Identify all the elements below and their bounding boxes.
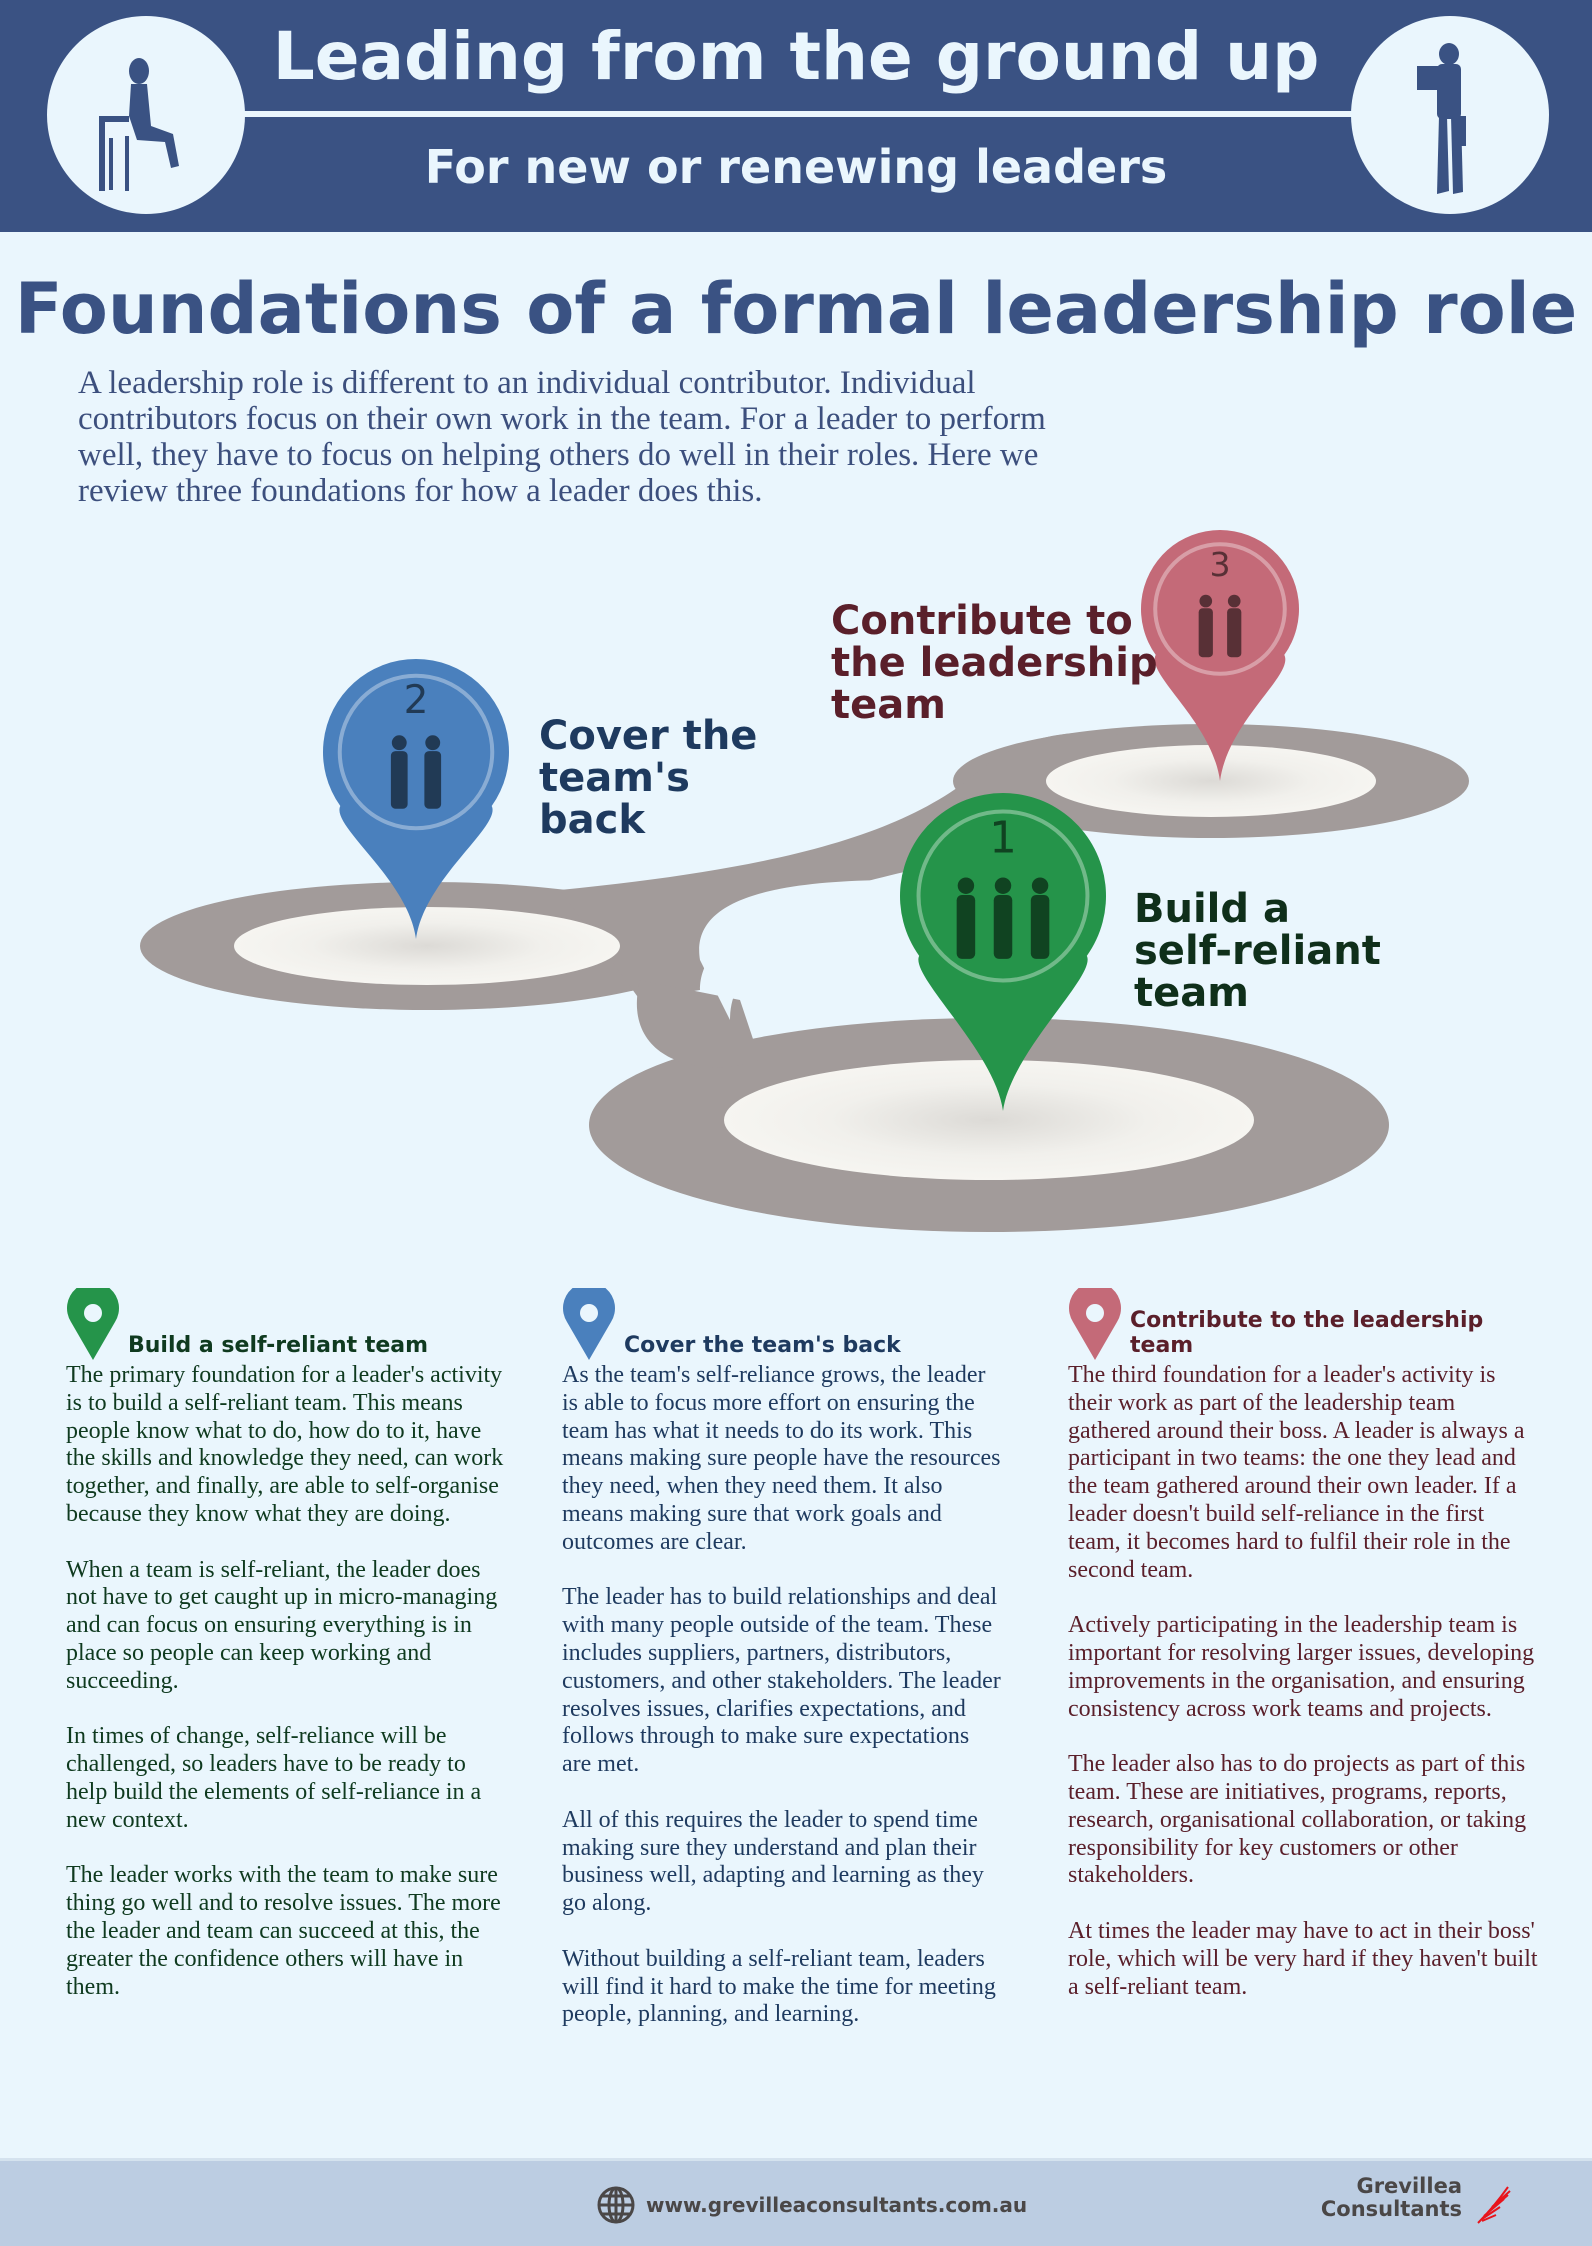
seated-woman-icon	[47, 16, 245, 214]
brand-line: Consultants	[1320, 2197, 1462, 2221]
label-build-team: Build a self-reliant team	[1134, 888, 1381, 1014]
paragraph: Actively participating in the leadership…	[1068, 1612, 1535, 1722]
pin-number: 1	[989, 814, 1017, 864]
label-line: team	[1134, 970, 1249, 1016]
map-pin-icon	[1069, 1288, 1121, 1360]
paragraph: As the team's self-reliance grows, the l…	[562, 1362, 1001, 1555]
website-url: www.grevilleaconsultants.com.au	[646, 2193, 1028, 2217]
header-banner: Leading from the ground up For new or re…	[0, 0, 1592, 232]
paragraph: The leader also has to do projects as pa…	[1068, 1751, 1527, 1889]
label-line: back	[539, 797, 645, 843]
pin-shape	[323, 659, 509, 939]
brand-line: Grevillea	[1356, 2174, 1462, 2198]
pin-ring	[1153, 542, 1287, 676]
pin-2: 2	[323, 659, 509, 939]
page-title: Foundations of a formal leadership role	[14, 268, 1578, 350]
label-contribute: Contribute to the leadership team	[831, 600, 1158, 726]
label-line: self-reliant	[1134, 928, 1381, 974]
header-subtitle: For new or renewing leaders	[424, 140, 1168, 194]
globe-icon	[597, 2186, 635, 2224]
column-cover-back: Cover the team's back As the team's self…	[562, 1288, 1002, 2057]
map-pin-icon	[67, 1288, 119, 1360]
paragraph: All of this requires the leader to spend…	[562, 1806, 984, 1917]
pin-ring	[337, 673, 495, 831]
pin-ring	[916, 809, 1090, 983]
grevillea-logo-icon	[1477, 2186, 1511, 2224]
paragraph: At times the leader may have to act in t…	[1068, 1917, 1538, 2000]
worker-icon	[1351, 16, 1549, 214]
label-line: Cover the	[539, 713, 758, 759]
label-line: team's	[539, 755, 690, 801]
column-contribute: Contribute to the leadership team The th…	[1068, 1288, 1538, 2029]
paragraph: The leader works with the team to make s…	[66, 1862, 501, 2000]
intro-paragraph: A leadership role is different to an ind…	[78, 365, 1046, 509]
pin-number: 3	[1209, 545, 1230, 584]
label-cover-back: Cover the team's back	[539, 715, 757, 841]
header-title: Leading from the ground up	[272, 18, 1320, 95]
foundations-diagram: 1 2 3	[140, 530, 1469, 1232]
pin-1: 1	[900, 793, 1106, 1111]
header-divider	[240, 111, 1352, 117]
label-line: Contribute to	[831, 598, 1133, 644]
label-line: the leadership	[831, 640, 1158, 686]
people-silhouette-icon	[390, 735, 442, 809]
paragraph: The leader has to build relationships an…	[562, 1584, 1001, 1778]
platform-2	[234, 907, 620, 985]
paragraph: Without building a self-reliant team, le…	[562, 1945, 996, 2028]
column-heading: Build a self-reliant team	[128, 1333, 429, 1358]
people-silhouette-icon	[1198, 594, 1242, 658]
pin-shape	[1140, 530, 1299, 781]
brand-name: Grevillea Consultants	[1321, 2175, 1462, 2221]
map-pin-icon	[563, 1288, 615, 1360]
platform-3	[1046, 745, 1376, 817]
website-link[interactable]: www.grevilleaconsultants.com.au	[596, 2185, 1027, 2225]
label-line: team	[831, 682, 946, 728]
pin-number: 2	[404, 678, 429, 723]
platform-1	[724, 1060, 1254, 1180]
pin-3: 3	[1140, 530, 1299, 781]
column-heading: Cover the team's back	[624, 1333, 901, 1358]
column-build-team: Build a self-reliant team The primary fo…	[66, 1288, 506, 2029]
people-silhouette-icon	[956, 877, 1050, 959]
paragraph: The primary foundation for a leader's ac…	[66, 1362, 504, 1527]
footer: www.grevilleaconsultants.com.au Greville…	[0, 2158, 1592, 2246]
label-line: Build a	[1134, 886, 1290, 932]
paragraph: The third foundation for a leader's acti…	[1068, 1362, 1525, 1583]
column-heading: Contribute to the leadership team	[1130, 1308, 1484, 1358]
paragraph: When a team is self-reliant, the leader …	[66, 1556, 498, 1694]
paragraph: In times of change, self-reliance will b…	[66, 1723, 482, 1833]
